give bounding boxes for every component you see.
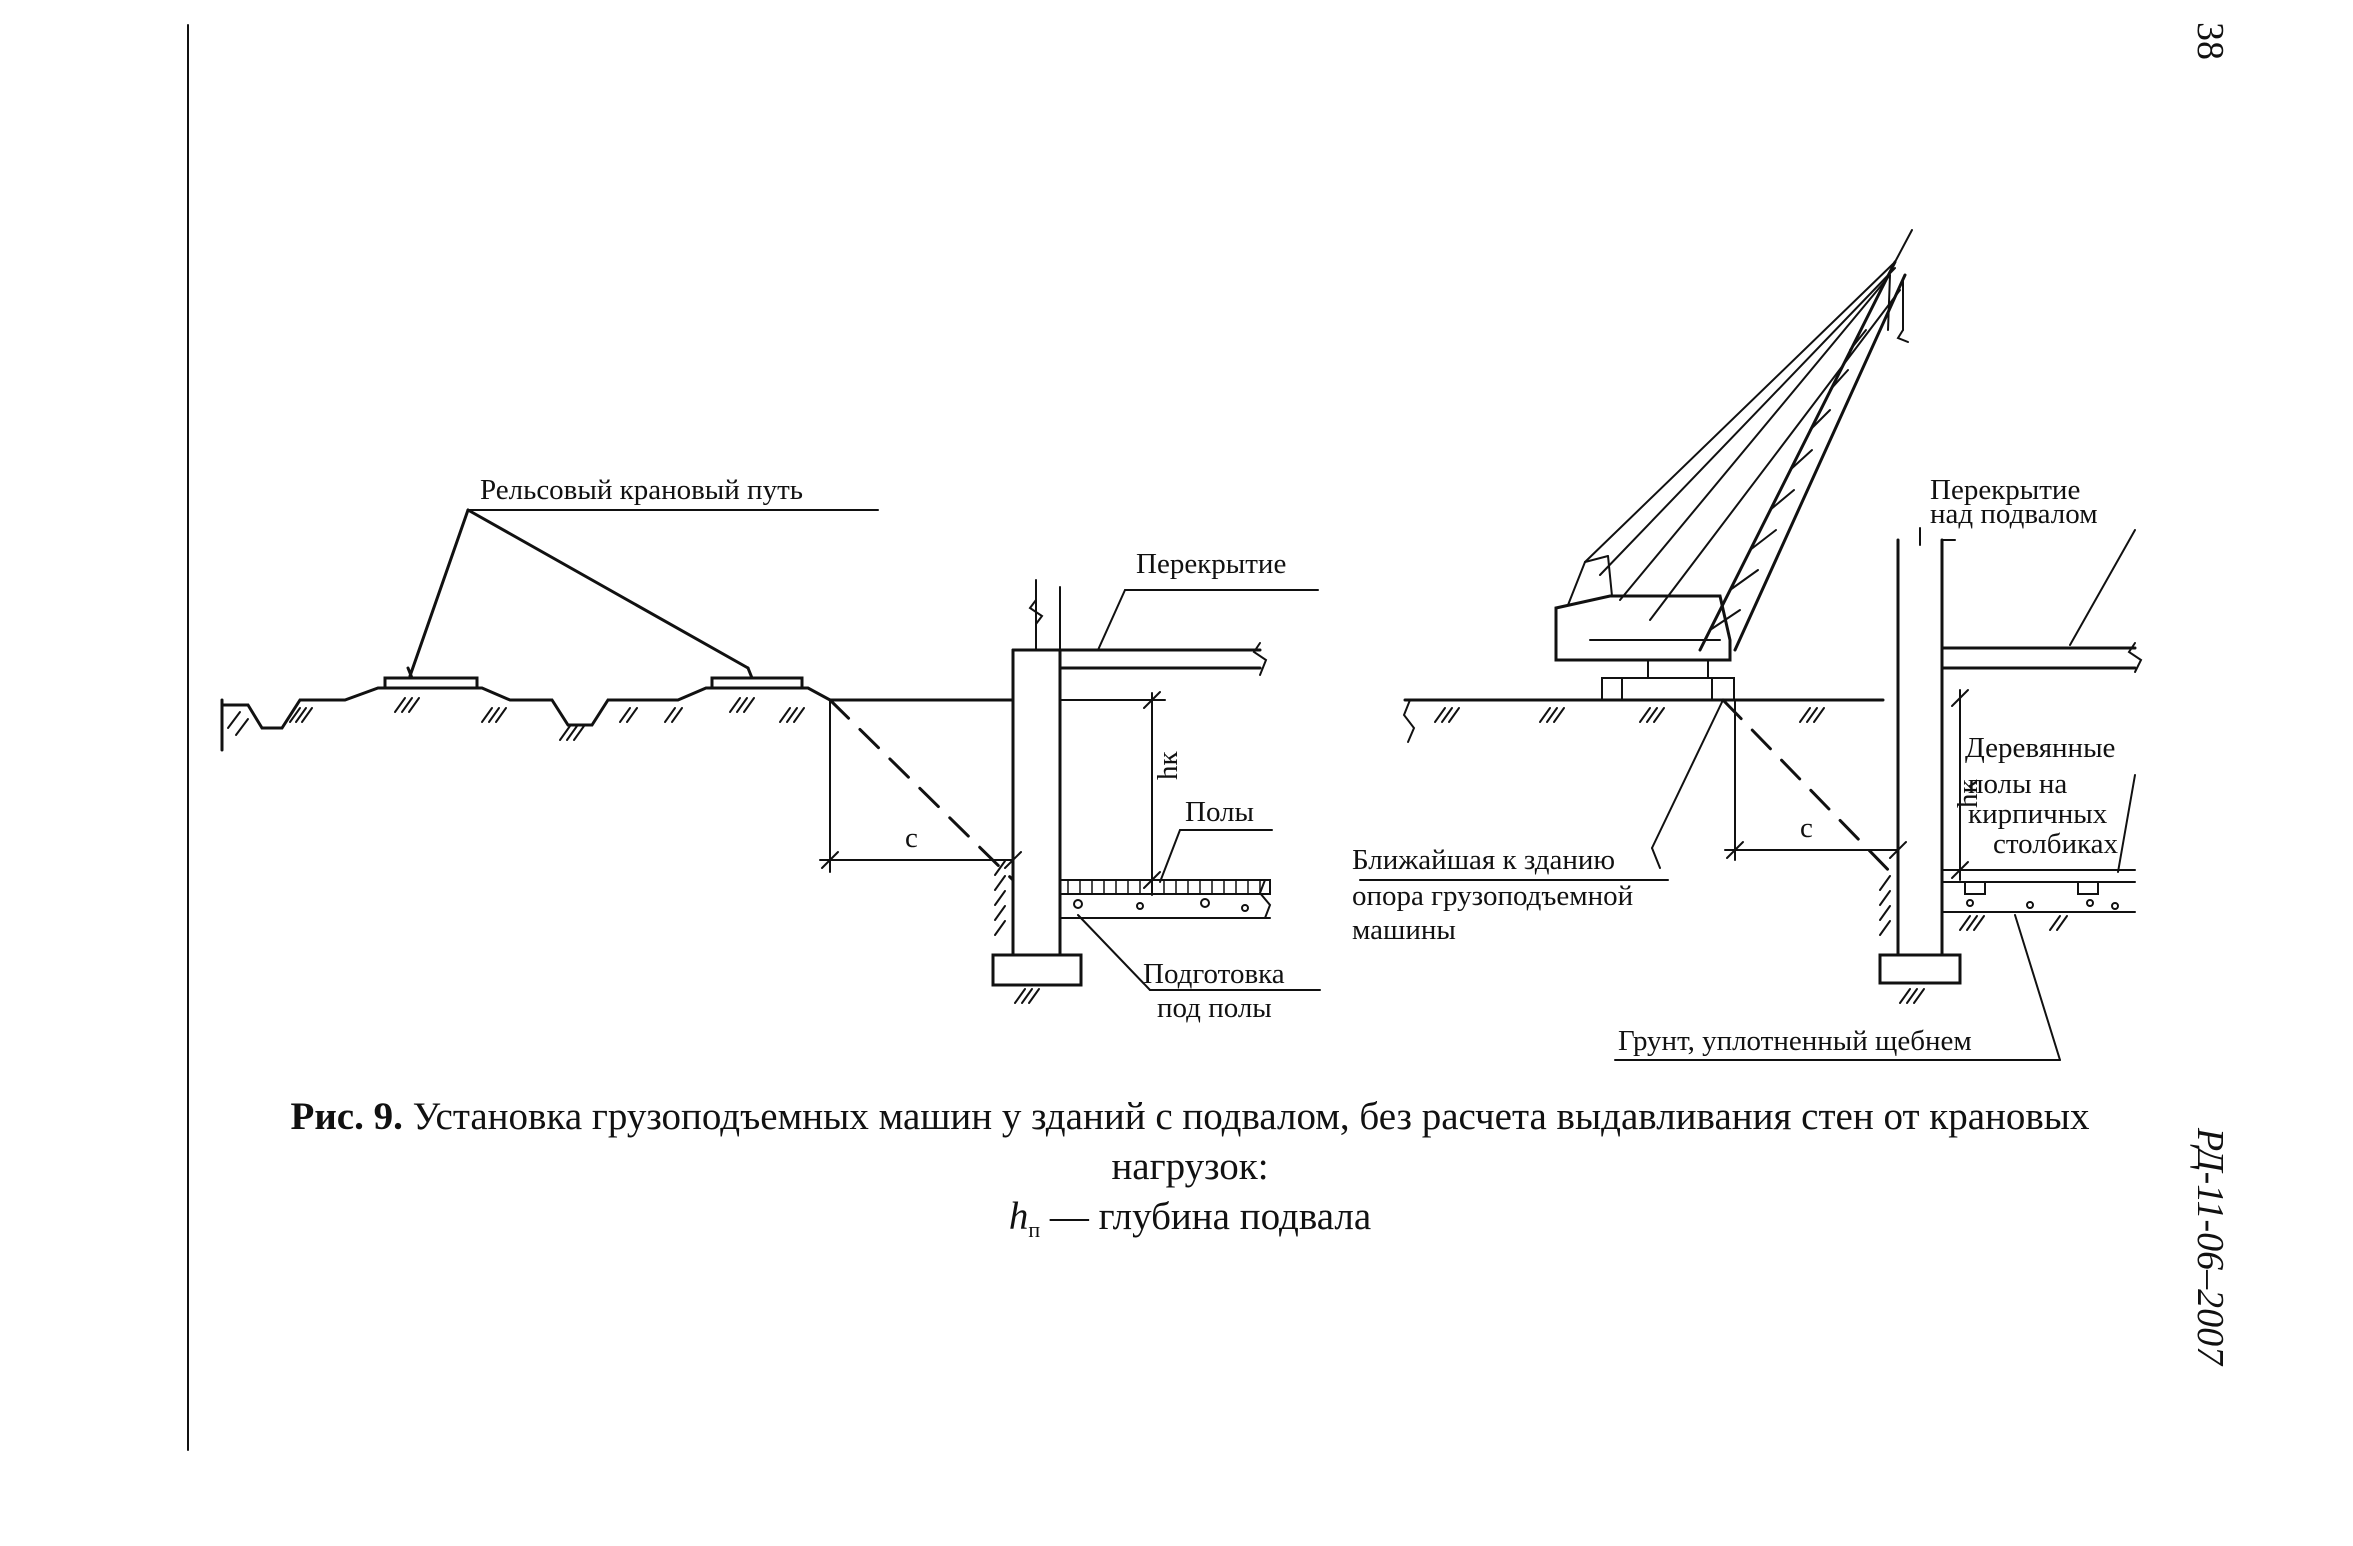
figure-number: Рис. 9.	[290, 1095, 403, 1138]
label-wood-line4: столбиках	[1993, 828, 2119, 860]
ground-profile-left	[220, 686, 1015, 730]
floor-left	[1059, 879, 1271, 895]
label-floors: Полы	[1185, 796, 1255, 828]
label-wood-line1: Деревянные	[1965, 732, 2116, 764]
legend-subscript: п	[1028, 1217, 1041, 1242]
rail-sleeper-1	[383, 676, 479, 690]
label-slab-right-line1: Перекрытие	[1930, 474, 2081, 506]
label-soil: Грунт, уплотненный щебнем	[1618, 1025, 1972, 1057]
caption-title-block: Рис. 9. Установка грузоподъемных машин у…	[215, 1092, 2165, 1192]
page-number: 38	[2189, 22, 2231, 60]
legend-symbol: h	[1008, 1195, 1029, 1238]
label-slab-right-line2: над подвалом	[1930, 498, 2098, 530]
label-dim-c-right: с	[1800, 812, 1813, 844]
caption-legend: hп — глубина подвала	[215, 1192, 2165, 1255]
legend-text: — глубина подвала	[1049, 1195, 1372, 1238]
label-prep-line2: под полы	[1157, 992, 1272, 1024]
label-dim-h-right: hк	[1952, 779, 1984, 808]
label-nearest-line3: машины	[1352, 914, 1456, 946]
foundation-right	[1878, 953, 1962, 985]
label-dim-h-left: hк	[1152, 751, 1184, 780]
label-rail-track: Рельсовый крановый путь	[480, 474, 803, 506]
caption-title: Установка грузоподъемных машин у зданий …	[412, 1095, 2090, 1188]
label-prep-line1: Подготовка	[1143, 958, 1285, 990]
label-slab-left: Перекрытие	[1136, 548, 1287, 580]
figure-caption: Рис. 9. Установка грузоподъемных машин у…	[215, 1092, 2165, 1255]
document-code: РД-11-06–2007	[2189, 1128, 2231, 1366]
label-nearest-line1: Ближайшая к зданию	[1352, 844, 1616, 876]
rail-sleeper-2	[710, 676, 804, 690]
label-wood-line2: полы на	[1968, 768, 2068, 800]
foundation-left	[991, 953, 1083, 987]
label-dim-c-left: с	[905, 822, 918, 854]
label-wood-line3: кирпичных	[1968, 798, 2108, 830]
crane-cab	[1554, 594, 1732, 662]
label-nearest-line2: опора грузоподъемной	[1352, 880, 1634, 912]
